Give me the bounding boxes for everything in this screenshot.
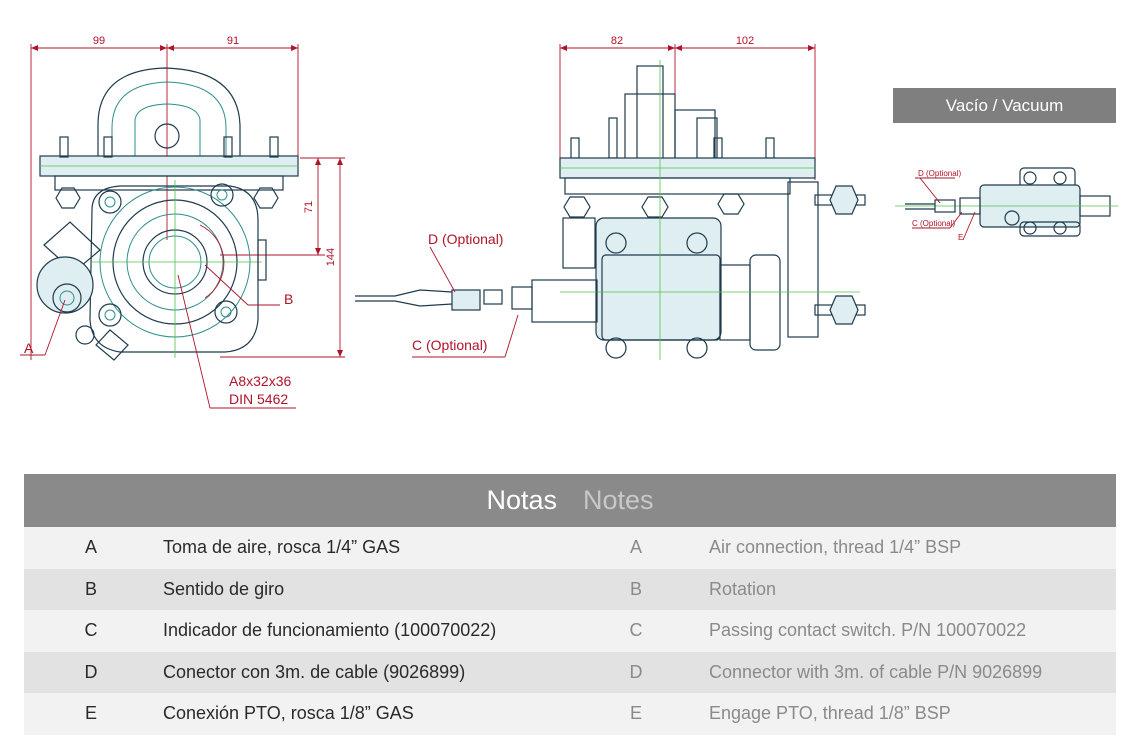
notes-table: Notas Notes A Toma de aire, rosca 1/4” GA… (24, 474, 1116, 735)
front-view: 99 91 71 144 (20, 35, 345, 409)
side-dim-82: 82 (611, 35, 623, 47)
side-label-c: C (Optional) (412, 337, 487, 353)
note-text-es: Toma de aire, rosca 1/4” GAS (163, 537, 401, 557)
note-key: A (84, 537, 97, 557)
note-key-en: B (629, 578, 642, 599)
note-key-en: E (629, 703, 642, 723)
technical-drawing: .body { fill:none; stroke:#1f3b4d; strok… (20, 35, 1118, 409)
note-text-es: Indicador de funcionamiento (100070022) (163, 620, 497, 640)
front-bolts (75, 183, 238, 345)
vacuum-label-c: C (Optional) (912, 219, 955, 228)
vacuum-label-d: D (Optional) (918, 169, 961, 178)
note-key-en: D (629, 661, 643, 682)
front-dim-91: 91 (227, 35, 239, 47)
note-text-en: Passing contact switch. P/N 100070022 (709, 620, 1027, 640)
note-text-en: Engage PTO, thread 1/8” BSP (709, 703, 951, 723)
side-label-d: D (Optional) (428, 231, 503, 247)
notes-header: Notas Notes (24, 474, 1116, 527)
note-key: E (84, 703, 97, 723)
front-label-b: B (284, 291, 293, 307)
notes-title-en: Notes (583, 485, 654, 515)
note-text-en: Air connection, thread 1/4” BSP (709, 537, 962, 557)
note-key-en: A (629, 537, 642, 557)
note-text-es: Sentido de giro (163, 578, 285, 599)
note-text-es: Conexión PTO, rosca 1/8” GAS (163, 703, 414, 723)
vacuum-view: D (Optional) C (Optional) E (895, 167, 1118, 242)
front-dim-144: 144 (325, 248, 337, 266)
note-text-en: Connector with 3m. of cable P/N 9026899 (709, 661, 1043, 682)
notes-title-es: Notas (486, 485, 557, 515)
vacuum-label-e: E (958, 233, 963, 242)
note-key: D (84, 661, 98, 682)
notes-row-e: E Conexión PTO, rosca 1/8” GAS E Engage … (24, 693, 1116, 735)
note-text-es: Conector con 3m. de cable (9026899) (163, 661, 466, 682)
notes-row-b: B Sentido de giro B Rotation (24, 568, 1116, 610)
front-label-a: A (24, 340, 34, 356)
side-dim-102: 102 (736, 35, 754, 47)
side-view: 82 102 (355, 35, 866, 360)
front-spline-standard: DIN 5462 (229, 391, 288, 407)
notes-row-d: D Conector con 3m. de cable (9026899) D … (24, 651, 1116, 693)
notes-row-c: C Indicador de funcionamiento (100070022… (24, 610, 1116, 652)
note-text-en: Rotation (709, 578, 777, 599)
note-key: B (84, 578, 97, 599)
notes-row-a: A Toma de aire, rosca 1/4” GAS A Air con… (24, 527, 1116, 569)
front-dim-71: 71 (303, 201, 315, 213)
note-key: C (84, 620, 98, 640)
vacuum-title: Vacío / Vacuum (893, 88, 1116, 123)
front-dim-99: 99 (93, 35, 105, 47)
note-key-en: C (629, 620, 643, 640)
front-studs (55, 136, 279, 209)
front-spline-label: A8x32x36 (229, 373, 291, 389)
